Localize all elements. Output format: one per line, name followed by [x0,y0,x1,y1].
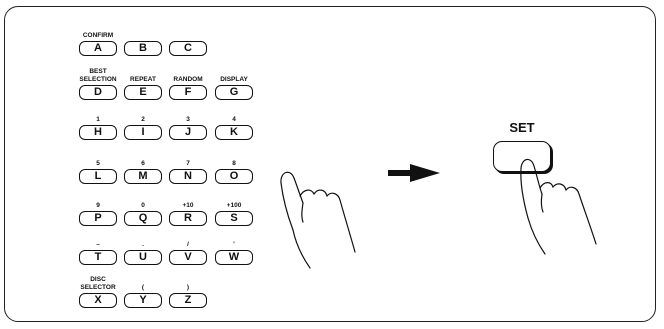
key-w-label: ' [233,240,235,248]
key-x[interactable]: X [79,293,117,308]
key-e-label: REPEAT [130,75,156,83]
key-n[interactable]: N [169,169,207,184]
key-d[interactable]: D [79,85,117,100]
key-j-label: 3 [186,115,190,123]
key-q-label: 0 [141,201,145,209]
key-s[interactable]: S [215,211,253,226]
key-o[interactable]: O [215,169,253,184]
right-arrow-icon [388,164,440,182]
key-b[interactable]: B [124,41,162,56]
key-s-label: +100 [226,201,242,209]
diagram-panel [4,6,656,322]
key-m[interactable]: M [124,169,162,184]
key-m-label: 6 [141,159,145,167]
hand-pressing-icon [520,158,597,255]
key-z[interactable]: Z [169,293,207,308]
key-r[interactable]: R [169,211,207,226]
key-f[interactable]: F [169,85,207,100]
key-i-label: 2 [141,115,145,123]
key-i[interactable]: I [124,125,162,140]
key-u[interactable]: U [124,250,162,265]
key-o-label: 8 [232,159,236,167]
key-n-label: 7 [186,159,190,167]
key-y[interactable]: Y [124,293,162,308]
key-v-label: / [187,240,189,248]
key-k[interactable]: K [215,125,253,140]
hand-pointer-icon [280,171,356,269]
key-w[interactable]: W [215,250,253,265]
key-z-label: ) [186,283,190,291]
key-q[interactable]: Q [124,211,162,226]
key-l-label: 5 [96,159,100,167]
key-t-label: – [96,240,100,248]
key-a[interactable]: A [79,41,117,56]
key-e[interactable]: E [124,85,162,100]
key-x-label: DISC SELECTOR [80,276,116,291]
set-key[interactable] [493,141,551,172]
key-g-label: DISPLAY [220,75,248,83]
key-f-label: RANDOM [173,75,203,83]
key-c[interactable]: C [169,41,207,56]
key-j[interactable]: J [169,125,207,140]
key-k-label: 4 [232,115,236,123]
key-a-label: CONFIRM [82,31,114,39]
key-g[interactable]: G [215,85,253,100]
set-key-label: SET [509,120,535,135]
key-t[interactable]: T [79,250,117,265]
key-y-label: ( [141,283,145,291]
key-p[interactable]: P [79,211,117,226]
key-p-label: 9 [96,201,100,209]
key-u-label: . [142,240,144,248]
key-v[interactable]: V [169,250,207,265]
key-r-label: +10 [182,201,194,209]
key-l[interactable]: L [79,169,117,184]
key-h-label: 1 [96,115,100,123]
key-d-label: BEST SELECTION [79,68,117,83]
key-h[interactable]: H [79,125,117,140]
